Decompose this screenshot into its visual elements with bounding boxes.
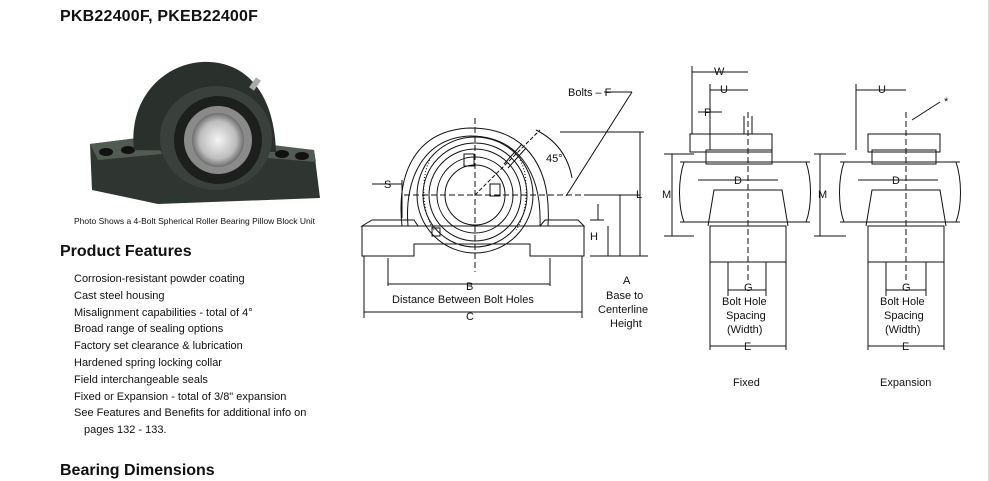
dim-e-fixed: E [744,341,751,353]
dim-d-fixed: D [734,175,742,187]
dim-u-fixed: U [720,84,728,96]
product-features-list: Corrosion-resistant powder coating Cast … [74,271,306,439]
spacing-2-fixed: Spacing [726,310,766,322]
feature-item: Hardened spring locking collar [74,356,222,369]
dim-u-expansion: U [878,84,886,96]
dim-e-expansion: E [902,341,909,353]
dim-g-expansion: G [902,282,911,294]
dim-m-fixed: M [662,189,671,201]
bolts-label: Bolts – F [568,87,612,99]
feature-item: Factory set clearance & lubrication [74,340,243,353]
feature-item: See Features and Benefits for additional… [74,407,307,420]
base-label-1: Base to [606,290,643,302]
base-label-3: Height [610,318,642,330]
base-label-2: Centerline [598,304,648,316]
dim-a: A [623,275,631,287]
dim-w: W [714,66,725,78]
dim-s: S [384,179,391,191]
spacing-3-fixed: (Width) [727,324,762,336]
spacing-1-expansion: Bolt Hole [880,296,925,308]
dim-h: H [590,231,598,243]
feature-item: Corrosion-resistant powder coating [74,273,245,285]
dim-l: L [636,189,642,201]
dim-m-expansion: M [818,189,827,201]
expansion-label: Expansion [880,377,931,389]
page-edge [988,0,990,481]
spacing-3-expansion: (Width) [885,324,920,336]
spacing-1-fixed: Bolt Hole [722,296,767,308]
feature-item: Misalignment capabilities - total of 4° [74,306,253,319]
dim-b: B [466,281,473,293]
pillow-block-photo [90,61,320,204]
dim-c: C [466,311,474,323]
feature-item: Broad range of sealing options [74,323,224,336]
photo-caption: Photo Shows a 4-Bolt Spherical Roller Be… [74,216,315,226]
product-features-heading: Product Features [60,243,192,260]
star-label: * [944,96,949,108]
dim-g-fixed: G [744,282,753,294]
bolt-holes-label: Distance Between Bolt Holes [392,294,534,306]
feature-item: Field interchangeable seals [74,373,208,386]
dim-p: P [704,107,711,119]
feature-item: pages 132 - 133. [84,424,167,437]
feature-item: Cast steel housing [74,289,165,302]
feature-item: Fixed or Expansion - total of 3/8" expan… [74,390,287,403]
angle-label: 45° [546,153,563,165]
fixed-label: Fixed [733,377,760,389]
spacing-2-expansion: Spacing [884,310,924,322]
bearing-dimensions-heading: Bearing Dimensions [60,462,215,479]
page-title: PKB22400F, PKEB22400F [60,8,259,25]
dim-d-expansion: D [892,175,900,187]
